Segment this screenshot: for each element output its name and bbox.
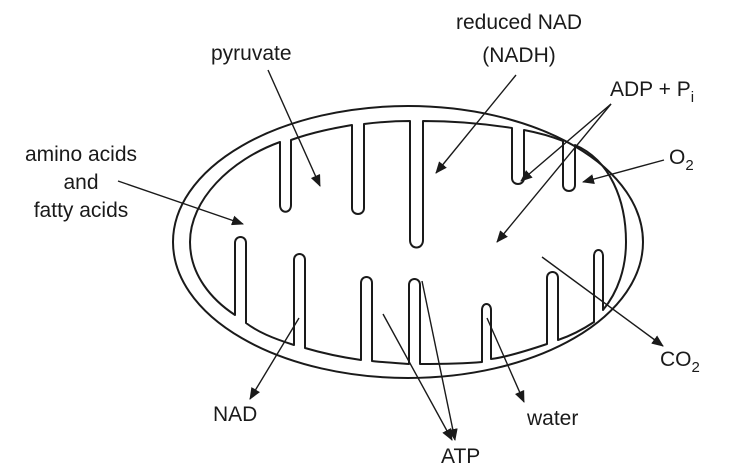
label-fatty-acids: fatty acids — [34, 199, 129, 222]
label-pyruvate: pyruvate — [211, 42, 292, 65]
label-atp: ATP — [441, 445, 480, 468]
label-amino-acids: amino acids — [25, 143, 137, 166]
label-water: water — [526, 407, 578, 430]
label-co2: CO2 — [660, 348, 700, 376]
inner-membrane-cristae — [190, 121, 626, 364]
label-nad: NAD — [213, 403, 257, 426]
label-co2-subscript: 2 — [692, 359, 700, 376]
arrow-pyruvate — [268, 70, 320, 186]
label-nadh: (NADH) — [482, 44, 556, 67]
arrow-water — [487, 318, 524, 402]
label-adp-pi-main: ADP + P — [610, 78, 691, 101]
label-o2-subscript: 2 — [685, 157, 693, 174]
label-and: and — [63, 171, 98, 194]
label-adp-pi: ADP + Pi — [610, 78, 694, 106]
label-reduced-nad: reduced NAD — [456, 11, 582, 34]
arrow-adp-pi-to-crista — [521, 104, 611, 181]
label-adp-pi-subscript: i — [691, 89, 694, 106]
arrow-amino-fatty-acids — [118, 181, 243, 224]
arrow-adp-pi-to-matrix — [497, 104, 611, 242]
arrow-reduced-nad — [436, 75, 516, 173]
label-co2-main: CO — [660, 348, 692, 371]
label-o2-main: O — [669, 146, 685, 169]
label-o2: O2 — [669, 146, 694, 174]
arrow-o2 — [583, 160, 664, 182]
